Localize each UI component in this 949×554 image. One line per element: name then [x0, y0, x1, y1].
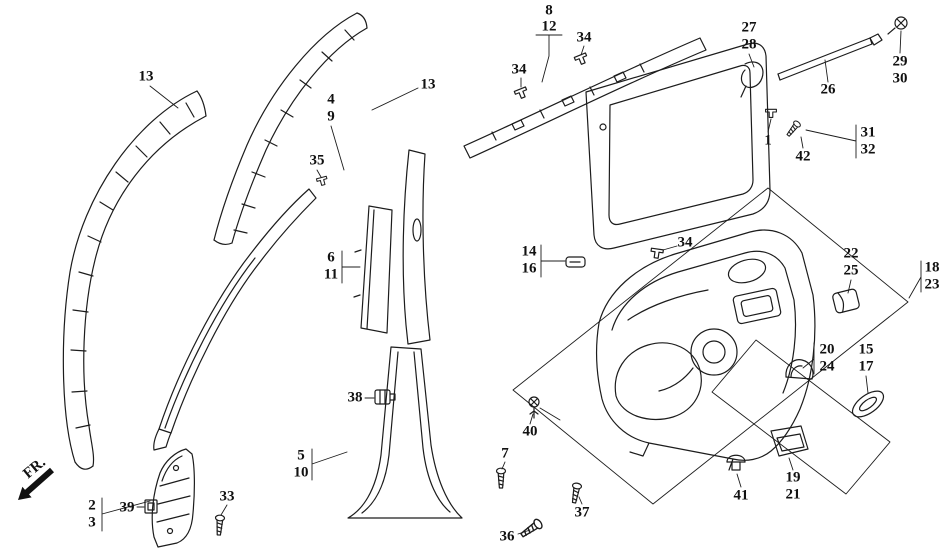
center-pillar-upper-garnish-shape — [353, 205, 393, 334]
center-pillar-strip-shape — [402, 149, 431, 345]
clip-40 — [528, 396, 540, 419]
center-pillar-lower-garnish-shape — [347, 346, 463, 519]
fr-arrow-icon — [18, 467, 54, 500]
screw-7 — [495, 467, 507, 489]
cap-41 — [726, 454, 746, 471]
grommet-20-24 — [785, 359, 814, 380]
screw-36 — [518, 517, 545, 541]
leader-lines — [101, 30, 922, 535]
hardware-group-box — [711, 339, 891, 495]
roof-side-garnish-shape — [463, 37, 707, 159]
clip-34-a — [513, 86, 530, 101]
front-pillar-garnish-shape — [153, 188, 317, 451]
clip-34-c — [649, 247, 664, 260]
quarter-window-garnish-shape — [585, 42, 771, 250]
fr-direction-arrow: FR. — [18, 454, 54, 500]
screw-42 — [784, 119, 802, 139]
fastener-29-30 — [887, 16, 908, 35]
hook-clip-27-28 — [740, 61, 764, 98]
clip-35 — [315, 175, 329, 187]
pad-15-17 — [851, 390, 885, 418]
door-opening-seal-rear-outline — [213, 12, 368, 246]
clip-38 — [374, 389, 396, 405]
screw-33 — [213, 514, 226, 536]
clip-34-b — [573, 52, 590, 67]
assembly-group-box — [512, 187, 909, 505]
cap-22-25 — [832, 288, 860, 314]
door-opening-seal-front-outline — [62, 90, 207, 470]
front-pillar-lower-garnish-shape — [151, 448, 195, 548]
pocket-19-21 — [770, 425, 809, 457]
clip-14-16 — [565, 256, 586, 268]
clip-39 — [144, 499, 158, 514]
small-parts — [144, 16, 908, 548]
molding-rod-26 — [777, 33, 883, 81]
quarter-trim-panel-shape — [596, 229, 816, 471]
